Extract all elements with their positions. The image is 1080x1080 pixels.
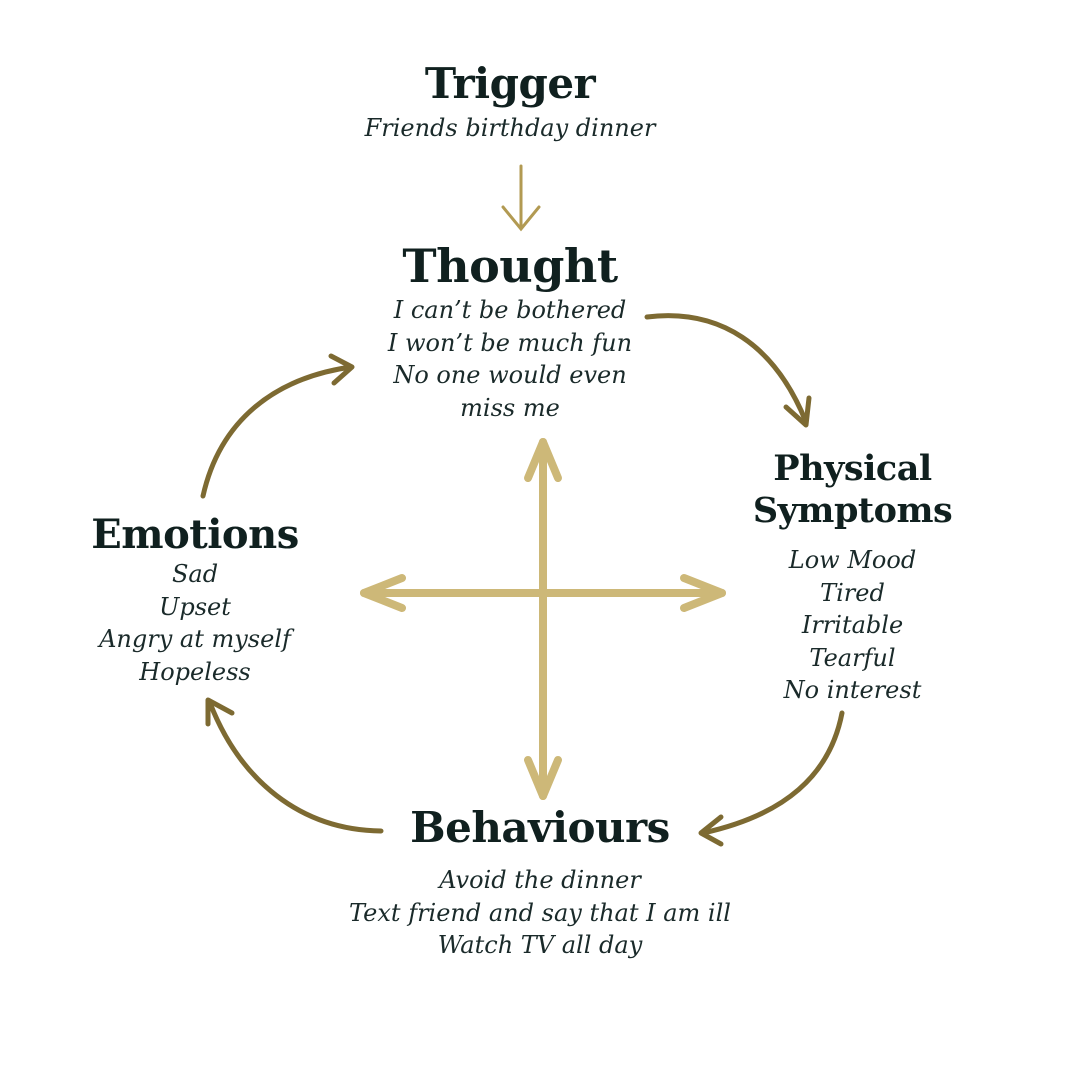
thought-line: I can’t be bothered	[393, 296, 627, 325]
emotion-line: Upset	[159, 592, 231, 621]
arrow-physical-to-behaviours	[700, 710, 845, 836]
behaviours-node: Behaviours Avoid the dinner Text friend …	[330, 803, 750, 962]
physical-title-line1: Physical	[773, 448, 932, 489]
arrow-behaviours-to-emotions	[207, 700, 384, 834]
physical-symptoms-lines: Low Mood Tired Irritable Tearful No inte…	[740, 544, 965, 707]
cross-arrow-left	[360, 574, 406, 612]
thought-node: Thought I can’t be bothered I won’t be m…	[340, 242, 680, 424]
behaviours-title: Behaviours	[410, 803, 670, 852]
emotion-line: Angry at myself	[99, 625, 291, 653]
trigger-title: Trigger	[424, 59, 596, 108]
thought-title: Thought	[402, 239, 618, 293]
emotions-node: Emotions Sad Upset Angry at myself Hopel…	[70, 514, 320, 688]
emotions-lines: Sad Upset Angry at myself Hopeless	[70, 558, 320, 688]
behaviour-line: Watch TV all day	[437, 931, 643, 960]
emotion-line: Hopeless	[139, 657, 251, 686]
arrow-emotions-to-thought	[200, 364, 354, 499]
thought-lines: I can’t be bothered I won’t be much fun …	[340, 294, 680, 424]
physical-symptom-line: Tearful	[809, 643, 896, 672]
behaviour-line: Text friend and say that I am ill	[349, 898, 731, 927]
thought-line: No one would even	[393, 361, 627, 390]
cross-arrow-down	[524, 756, 562, 800]
physical-symptom-line: Low Mood	[788, 546, 917, 574]
physical-symptoms-node: Physical Symptoms Low Mood Tired Irritab…	[740, 448, 965, 707]
thought-line: miss me	[460, 393, 560, 422]
trigger-node: Trigger Friends birthday dinner	[310, 59, 710, 145]
cross-arrow-right	[680, 574, 726, 612]
trigger-to-thought-arrow	[501, 164, 541, 232]
central-cross-arrows	[360, 438, 726, 800]
physical-symptoms-title: Physical Symptoms	[740, 448, 965, 532]
cross-arrow-up	[524, 438, 562, 482]
behaviour-line: Avoid the dinner	[439, 866, 641, 895]
physical-symptom-line: No interest	[783, 676, 922, 704]
emotions-title: Emotions	[91, 511, 299, 558]
arrow-thought-to-physical	[644, 313, 809, 425]
trigger-line: Friends birthday dinner	[364, 114, 656, 143]
behaviours-lines: Avoid the dinner Text friend and say tha…	[330, 864, 750, 962]
emotion-line: Sad	[171, 560, 219, 588]
thought-line: I won’t be much fun	[387, 328, 633, 357]
trigger-lines: Friends birthday dinner	[310, 112, 710, 145]
physical-symptom-line: Tired	[820, 578, 885, 607]
physical-title-line2: Symptoms	[752, 490, 953, 531]
cycle-arrows	[200, 313, 845, 847]
physical-symptom-line: Irritable	[801, 611, 904, 639]
